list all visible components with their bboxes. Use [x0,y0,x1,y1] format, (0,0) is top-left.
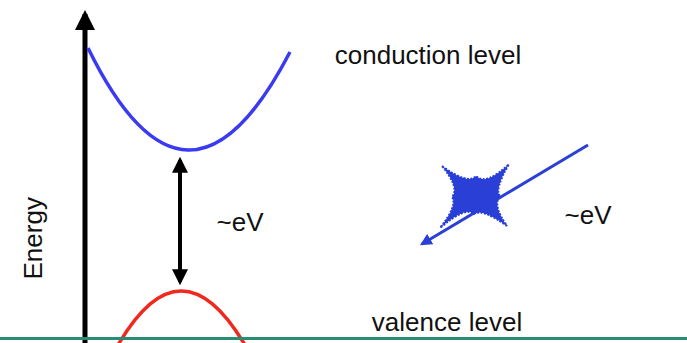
band-label: valence level [372,308,522,337]
photon-symbol [440,164,509,228]
photon-label: ~eV [565,201,612,230]
bottom-rule [0,337,687,340]
gap-arrow [178,160,182,282]
conduction-band [88,48,290,150]
photon-arrow [422,145,588,244]
band-label: conduction level [335,41,521,70]
energy-axis [83,14,88,343]
valence-band [118,291,245,343]
axis-label: Energy [19,197,48,279]
gap-label: ~eV [217,208,264,237]
